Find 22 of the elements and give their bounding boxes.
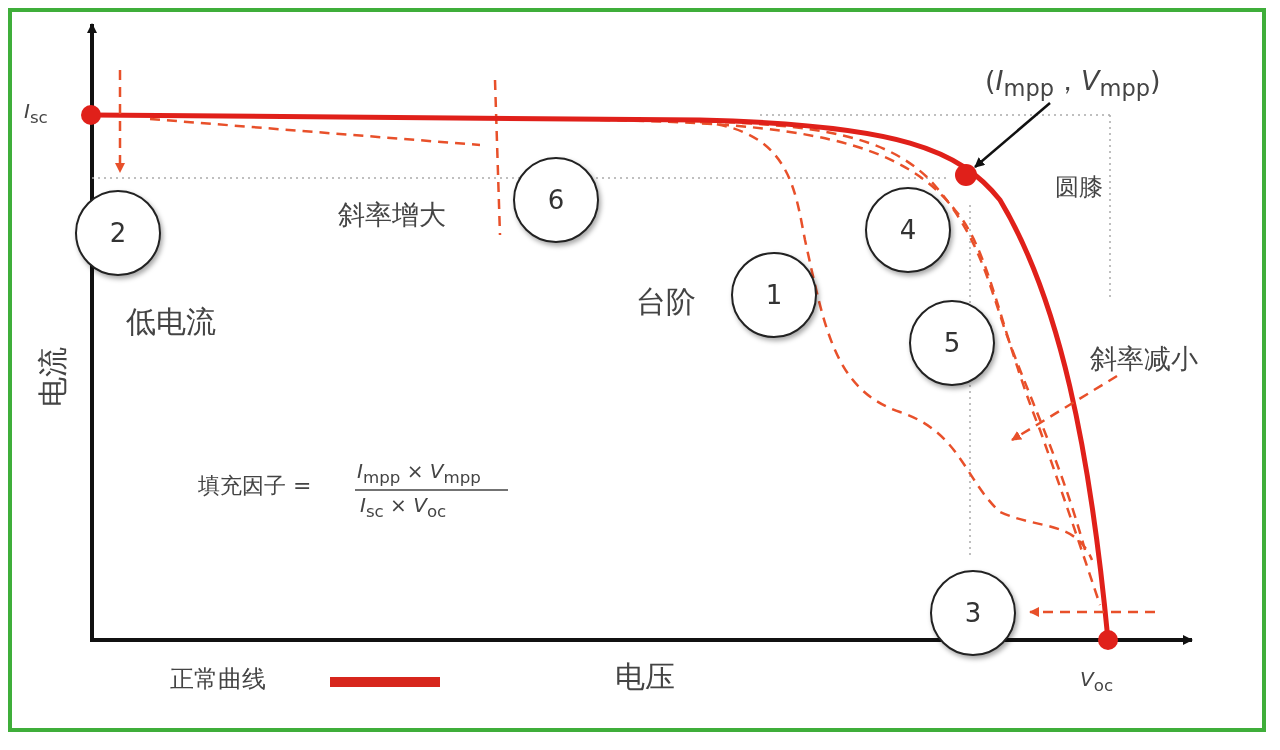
numbered-circle: 6: [513, 157, 599, 243]
axis-label: I$_{sc}$: [24, 100, 48, 128]
callout-text: (I$_{mpp}$，V$_{mpp}$): [985, 66, 1161, 102]
axis-title: 电压: [615, 660, 675, 693]
axis-label: V$_{oc}$: [1080, 668, 1114, 696]
numbered-circle: 2: [75, 190, 161, 276]
callout-text: 台阶: [636, 285, 696, 318]
numbered-circle: 4: [865, 187, 951, 273]
callout-text: 低电流: [126, 305, 216, 338]
numbered-circle: 1: [731, 252, 817, 338]
leader-arrow: [974, 102, 1051, 168]
formula-denominator: I$_{sc}$ × V$_{oc}$: [360, 494, 447, 522]
callout-text: 圆膝: [1055, 174, 1103, 201]
formula-numerator: I$_{mpp}$ × V$_{mpp}$: [357, 460, 481, 488]
callout-text: 斜率减小: [1090, 344, 1198, 374]
numbered-circle: 5: [909, 300, 995, 386]
formula-text: 填充因子 =: [198, 474, 312, 499]
axis-title: 电流: [35, 346, 69, 407]
leader-arrow: [1011, 374, 1118, 442]
legend-text: 正常曲线: [170, 666, 266, 693]
point-marker: [955, 164, 977, 186]
numbered-circle: 3: [930, 570, 1016, 656]
